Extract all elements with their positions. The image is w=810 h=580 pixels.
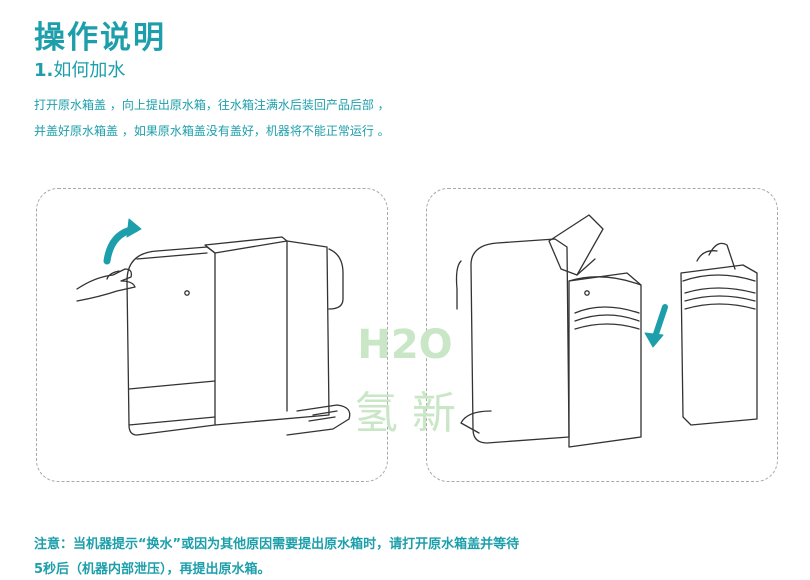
section-number: 1.: [34, 60, 54, 81]
instruction-line-2: 并盖好原水箱盖 ，如果原水箱盖没有盖好，机器将不能正常运行 。: [34, 124, 390, 138]
note-line-2: 5秒后（机器内部泄压），再提出原水箱。: [34, 562, 271, 577]
section-heading: 1.如何加水: [34, 56, 125, 82]
watermark-brand-text: 氢 新: [354, 388, 456, 439]
machine-open-lid-illustration: [76, 218, 351, 436]
section-heading-text: 如何加水: [53, 60, 126, 81]
instruction-line-1: 打开原水箱盖 ，向上提出原水箱，往水箱注满水后装回产品后部 ，: [34, 98, 390, 112]
brand-watermark-logo: H2O 氢 新: [354, 322, 456, 439]
watermark-mark-text: H2O: [357, 322, 452, 368]
illustration-lift-tank-panel: [426, 188, 778, 482]
illustration-open-lid-panel: [36, 188, 388, 482]
machine-lift-tank-illustration: [455, 214, 758, 448]
down-arrow-icon: [652, 304, 668, 340]
page-title: 操作说明: [34, 20, 166, 56]
note-line-1: 注意：当机器提示“换水”或因为其他原因需要提出原水箱时，请打开原水箱盖并等待: [34, 537, 520, 552]
